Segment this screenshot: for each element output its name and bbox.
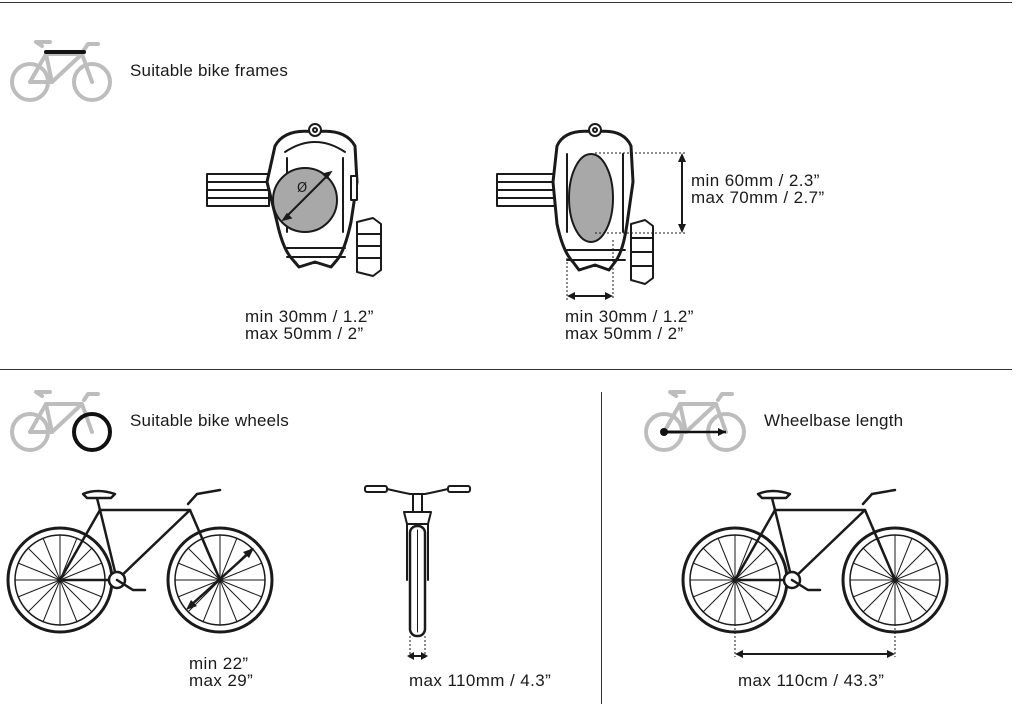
round-tube-min: min 30mm / 1.2” xyxy=(245,307,374,326)
oval-width-max: max 50mm / 2” xyxy=(565,324,684,343)
oval-tube-width-measurement: min 30mm / 1.2” max 50mm / 2” xyxy=(565,308,694,342)
wheelbase-measurement: max 110cm / 43.3” xyxy=(738,671,885,690)
tire-width-measurement: max 110mm / 4.3” xyxy=(409,671,552,690)
bike-wheel-highlight-icon xyxy=(10,390,112,452)
bike-front-view-tire-width-illustration xyxy=(364,485,471,660)
oval-height-max: max 70mm / 2.7” xyxy=(691,188,825,207)
bike-wheelbase-icon xyxy=(644,390,746,452)
round-tube-measurement: min 30mm / 1.2” max 50mm / 2” xyxy=(245,308,374,342)
diameter-symbol: Ø xyxy=(297,181,307,196)
clamp-oval-tube-illustration xyxy=(496,123,686,300)
bike-wheel-diameter-illustration xyxy=(6,488,274,634)
wheel-diameter-max: max 29” xyxy=(189,671,254,690)
oval-tube-height-measurement: min 60mm / 2.3” max 70mm / 2.7” xyxy=(691,172,825,206)
top-divider xyxy=(0,2,1012,3)
bike-frame-highlight-icon xyxy=(10,40,112,102)
oval-height-min: min 60mm / 2.3” xyxy=(691,171,820,190)
oval-width-min: min 30mm / 1.2” xyxy=(565,307,694,326)
round-tube-max: max 50mm / 2” xyxy=(245,324,364,343)
clamp-round-tube-illustration: Ø xyxy=(206,123,382,277)
middle-divider xyxy=(0,369,1012,370)
wheel-diameter-min: min 22” xyxy=(189,654,249,673)
wheel-diameter-measurement: min 22” max 29” xyxy=(189,655,253,689)
wheelbase-heading: Wheelbase length xyxy=(764,411,904,430)
vertical-divider xyxy=(601,392,602,704)
frames-heading: Suitable bike frames xyxy=(130,61,289,80)
wheels-heading: Suitable bike wheels xyxy=(130,411,289,430)
bike-wheelbase-illustration xyxy=(681,488,949,658)
